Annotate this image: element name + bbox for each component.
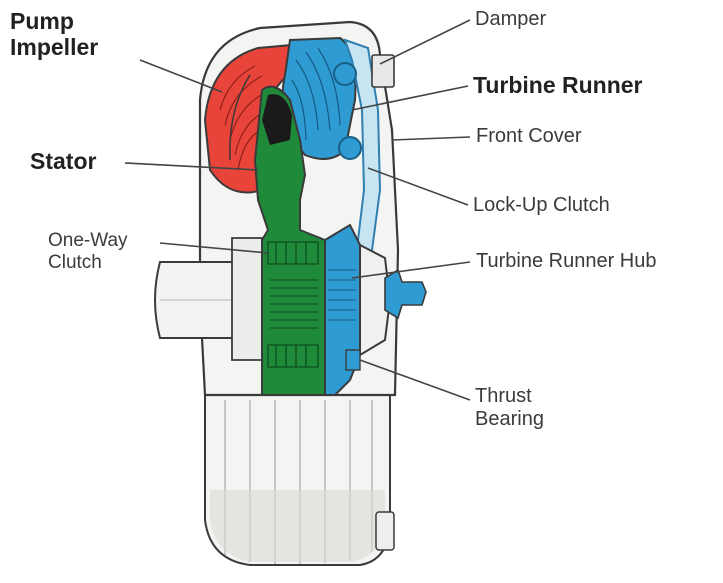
label-damper: Damper [475, 8, 547, 30]
leader-one-way-clutch [159, 242, 269, 254]
leader-front-cover [391, 136, 471, 141]
damper-spring-lower [338, 136, 362, 160]
label-one-way-clutch: One-Way Clutch [48, 230, 128, 273]
leader-lines [124, 19, 471, 401]
label-lock-up-clutch: Lock-Up Clutch [473, 194, 610, 216]
housing-bolt [375, 511, 395, 551]
label-turbine-runner: Turbine Runner [473, 72, 643, 98]
front-cover-bolt [371, 54, 395, 88]
label-thrust-bearing: Thrust Bearing [475, 385, 544, 430]
leader-pump-impeller [139, 59, 223, 93]
front-cover-boss [359, 243, 392, 357]
label-turbine-runner-hub: Turbine Runner Hub [476, 250, 657, 272]
turbine-runner-hatching [291, 47, 341, 141]
damper-spring-upper [333, 62, 357, 86]
stator-shape [253, 85, 326, 396]
leader-stator [124, 162, 259, 171]
one-way-clutch-detail [267, 241, 319, 368]
shaft-flange [231, 237, 263, 361]
leader-lock-up-clutch [367, 167, 469, 206]
leader-thrust-bearing [359, 359, 471, 401]
label-front-cover: Front Cover [476, 125, 582, 147]
housing-bottom-shade [210, 490, 385, 562]
stator-core [262, 94, 292, 145]
stator-hub-splines [270, 279, 318, 329]
label-stator: Stator [30, 148, 97, 174]
leader-turbine-runner [351, 85, 469, 111]
leader-damper [379, 19, 471, 65]
pilot-hub-blue [384, 268, 427, 320]
turbine-hub-splines [328, 269, 356, 321]
label-pump-impeller: Pump Impeller [10, 8, 99, 61]
thrust-bearing-shape [345, 349, 361, 371]
leader-turbine-runner-hub [351, 261, 471, 279]
